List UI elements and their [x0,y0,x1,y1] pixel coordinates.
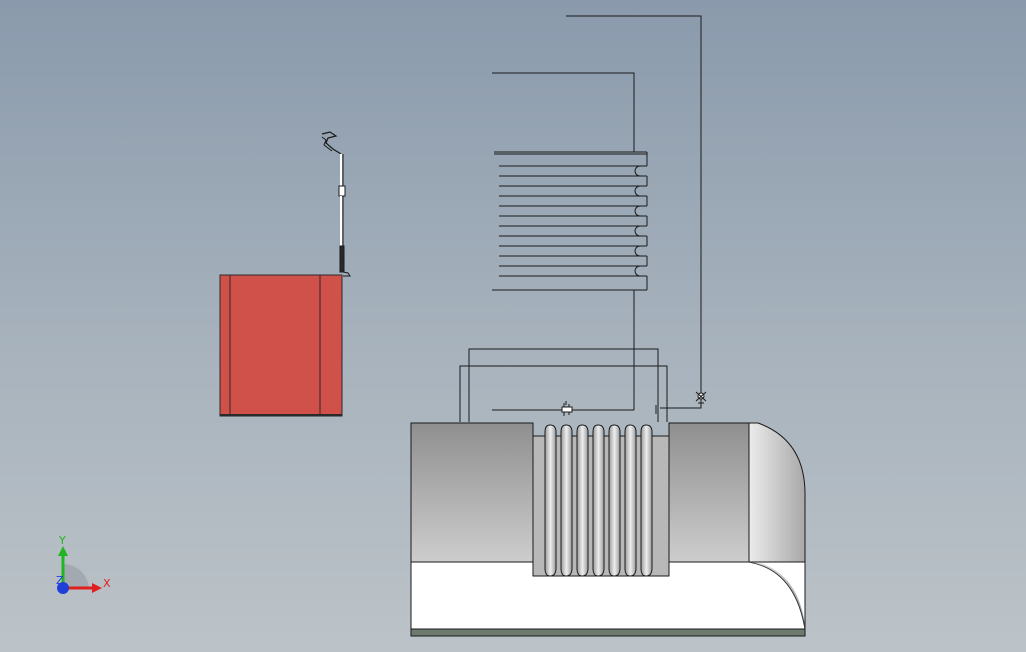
thermostat-probe[interactable] [321,131,351,277]
upper-pipe-routing [459,15,702,422]
x-axis-arrow [92,583,102,593]
red-control-box[interactable] [219,274,343,417]
valve-center[interactable] [558,401,590,416]
triad-rotation-arc [63,563,89,588]
axis-triad[interactable]: Y X Z [56,534,111,594]
y-axis-arrow [58,546,68,556]
bellows-corrugations [544,424,653,577]
y-axis-label: Y [58,534,66,547]
z-axis-dot [57,582,69,594]
z-axis-label: Z [56,574,64,587]
tank-assembly[interactable] [410,422,806,637]
x-axis-label: X [103,577,111,590]
valve-right[interactable] [695,391,707,404]
finned-coil[interactable] [492,151,648,291]
